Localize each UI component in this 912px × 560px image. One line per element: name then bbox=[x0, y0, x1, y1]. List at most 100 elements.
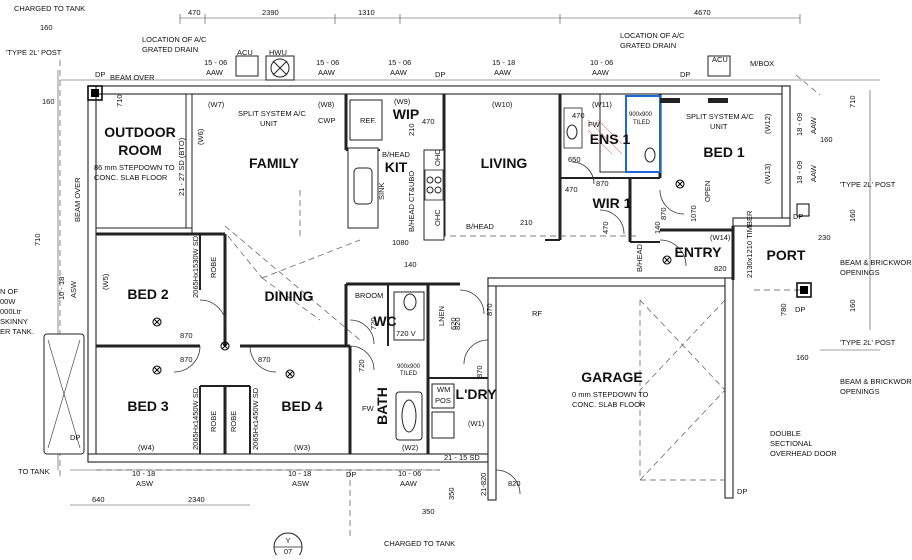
light-points bbox=[152, 179, 685, 379]
tiled-ens-2: TILED bbox=[633, 120, 651, 126]
dim-1070: 1070 bbox=[689, 205, 698, 222]
room-ens: ENS 1 bbox=[590, 131, 631, 147]
timber-label: 2130x1210 TIMBER bbox=[745, 210, 754, 278]
split-left-2: UNIT bbox=[260, 119, 278, 128]
bhead-ct: B/HEAD CT&UBO bbox=[407, 171, 416, 232]
room-labels: OUTDOOR ROOM FAMILY LIVING KIT WIP ENS 1… bbox=[104, 106, 806, 425]
ref-label: REF. bbox=[360, 116, 376, 125]
fixtures bbox=[43, 55, 812, 455]
dim-bottom-640: 640 bbox=[92, 495, 105, 504]
sd-w6: 21 - 27 SD (BTO) bbox=[177, 137, 186, 196]
room-wc: WC bbox=[373, 313, 396, 329]
room-outdoor-line1: OUTDOOR bbox=[104, 124, 176, 140]
spec-bot2: 10 - 18 bbox=[288, 469, 311, 478]
room-bath: BATH bbox=[374, 387, 390, 425]
spec-bot1b: ASW bbox=[136, 479, 154, 488]
lnen-label: LNEN bbox=[437, 306, 446, 326]
dim-710c: 710 bbox=[848, 95, 857, 108]
spec-top1: 15 - 06 bbox=[204, 58, 227, 67]
location-ac-right-1: LOCATION OF A/C bbox=[620, 31, 685, 40]
tank-left-5: ER TANK. bbox=[0, 327, 34, 336]
type2l-post-r1: 'TYPE 2L' POST bbox=[840, 180, 896, 189]
dim-710a: 710 bbox=[115, 94, 124, 107]
window-labels: (W7) (W8) (W9) (W10) (W11) (W12) (W13) (… bbox=[101, 97, 772, 452]
dim-top-2390: 2390 bbox=[262, 8, 279, 17]
window-w11: (W11) bbox=[592, 100, 612, 109]
split-left-1: SPLIT SYSTEM A/C bbox=[238, 109, 306, 118]
room-wir: WIR 1 bbox=[593, 195, 632, 211]
dim-160d: 160 bbox=[848, 209, 857, 222]
dim-870b: 870 bbox=[180, 331, 193, 340]
spec-top5: 10 - 06 bbox=[590, 58, 613, 67]
dim-870g: 870 bbox=[659, 207, 668, 220]
window-specs: 15 - 06 AAW 15 - 06 AAW 15 - 06 AAW 15 -… bbox=[57, 58, 818, 496]
spec-right1: 18 - 09 bbox=[795, 113, 804, 136]
dim-470a: 470 bbox=[422, 117, 435, 126]
dimension-text: 470 2390 1310 4670 160 160 710 710 710 4… bbox=[33, 8, 857, 516]
dim-top-4670: 4670 bbox=[694, 8, 711, 17]
bhead-kit: B/HEAD bbox=[382, 150, 411, 159]
cwp-label: CWP bbox=[318, 116, 336, 125]
location-ac-left-1: LOCATION OF A/C bbox=[142, 35, 207, 44]
acu-left: ACU bbox=[237, 48, 253, 57]
open-label: OPEN bbox=[703, 181, 712, 202]
dim-720b: 720 bbox=[357, 359, 366, 372]
spec-bot1: 10 - 18 bbox=[132, 469, 155, 478]
window-w7: (W7) bbox=[208, 100, 225, 109]
wm-label: WM bbox=[437, 385, 450, 394]
dim-780: 780 bbox=[779, 303, 788, 316]
dp-3: DP bbox=[680, 70, 690, 79]
sink-label: SINK bbox=[377, 182, 386, 200]
charged-to-tank-top: CHARGED TO TANK bbox=[14, 4, 85, 13]
dim-470b: 470 bbox=[565, 185, 578, 194]
dp-2: DP bbox=[435, 70, 445, 79]
dim-620: 620 bbox=[449, 317, 458, 330]
spec-top2b: AAW bbox=[318, 68, 336, 77]
spec-right2: 18 - 09 bbox=[795, 161, 804, 184]
charged-to-tank-bottom: CHARGED TO TANK bbox=[384, 539, 455, 548]
room-garage: GARAGE bbox=[581, 369, 642, 385]
dp-7: DP bbox=[346, 470, 356, 479]
section-07-label: 07 bbox=[284, 547, 292, 555]
spec-top5b: AAW bbox=[592, 68, 610, 77]
window-w1: (W1) bbox=[468, 419, 485, 428]
dim-140b: 140 bbox=[653, 221, 662, 234]
dp-1: DP bbox=[95, 70, 105, 79]
window-w6: (W6) bbox=[196, 128, 205, 145]
dim-210b: 210 bbox=[520, 218, 533, 227]
dim-350b: 350 bbox=[447, 487, 456, 500]
annotations: CHARGED TO TANK 'TYPE 2L' POST LOCATION … bbox=[0, 4, 912, 548]
location-ac-left-2: GRATED DRAIN bbox=[142, 45, 198, 54]
dim-160c: 160 bbox=[820, 135, 833, 144]
room-bed1: BED 1 bbox=[703, 144, 744, 160]
tank-left-1: N OF bbox=[0, 287, 18, 296]
beam-brick2-1: BEAM & BRICKWOR bbox=[840, 377, 912, 386]
dim-650: 650 bbox=[568, 155, 581, 164]
dim-350a: 350 bbox=[422, 507, 435, 516]
room-kit: KIT bbox=[385, 159, 408, 175]
tiled-bath-2: TILED bbox=[400, 371, 418, 377]
dim-820c: 820 bbox=[453, 317, 462, 330]
room-family: FAMILY bbox=[249, 155, 300, 171]
dim-470c: 470 bbox=[601, 221, 610, 234]
spec-top3b: AAW bbox=[390, 68, 408, 77]
robe-sd-b3: 2065Hx1450W SD bbox=[191, 387, 200, 450]
dim-720a: 720 bbox=[369, 317, 378, 330]
to-tank: TO TANK bbox=[18, 467, 50, 476]
tiled-bath-1: 900x900 bbox=[397, 364, 421, 370]
window-w2: (W2) bbox=[402, 443, 419, 452]
garage-note-2: CONC. SLAB FLOOR bbox=[572, 400, 646, 409]
room-port: PORT bbox=[767, 247, 806, 263]
beam-brick2-2: OPENINGS bbox=[840, 387, 880, 396]
tank-left-3: 000Ltr bbox=[0, 307, 22, 316]
dp-4: DP bbox=[793, 212, 803, 221]
dim-160b: 160 bbox=[42, 97, 55, 106]
ldry-sd: 21 - 15 SD bbox=[444, 453, 480, 462]
spec-bot2b: ASW bbox=[292, 479, 310, 488]
window-w12: (W12) bbox=[763, 113, 772, 134]
double-door-2: SECTIONAL bbox=[770, 439, 813, 448]
double-door-1: DOUBLE bbox=[770, 429, 801, 438]
type2l-post-left: 'TYPE 2L' POST bbox=[6, 48, 62, 57]
spec-left1: 10 - 18 bbox=[57, 277, 66, 300]
